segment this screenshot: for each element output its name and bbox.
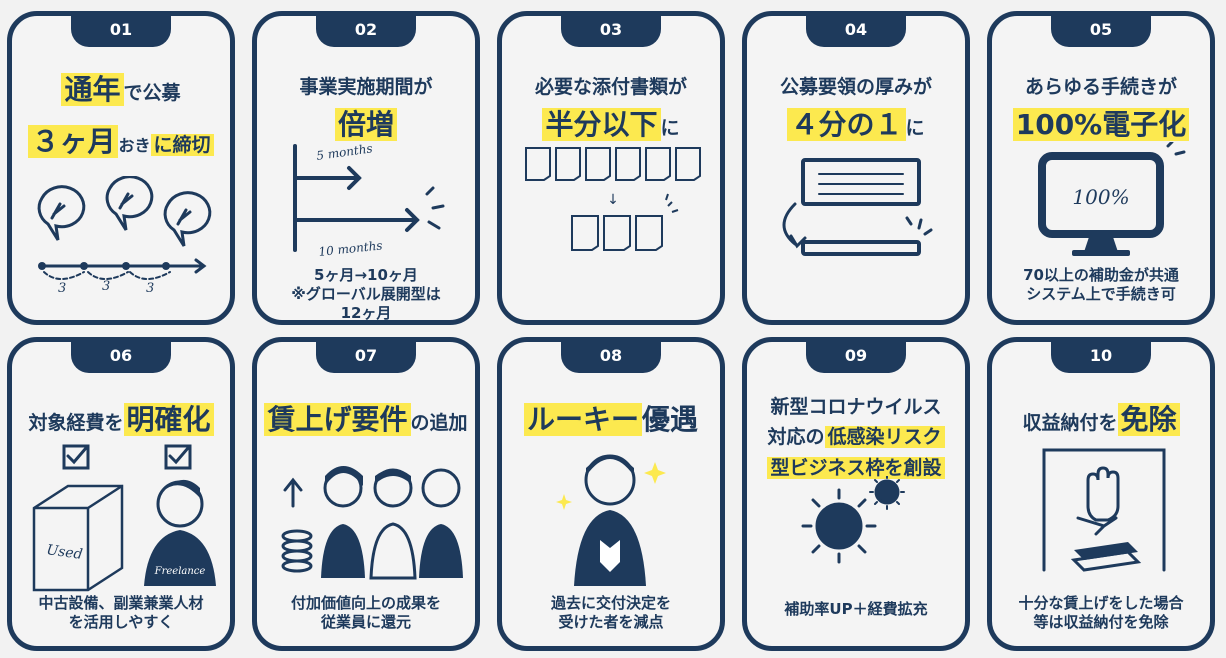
freelance-label: Freelance xyxy=(154,566,206,577)
interval-label: 3 xyxy=(102,279,110,294)
card-heading: 新型コロナウイルス 対応の低感染リスク 型ビジネス枠を創設 xyxy=(747,392,965,484)
interval-label: 3 xyxy=(58,281,66,296)
card-number: 09 xyxy=(806,337,906,373)
card-06: 06 対象経費を明確化 Used Freelance 中古設備、副業兼業人材 を… xyxy=(7,337,235,651)
card-number: 07 xyxy=(316,337,416,373)
monitor-illustration: 100% xyxy=(1038,142,1186,256)
rookie-illustration xyxy=(556,454,666,586)
used-equipment-freelance-illustration: Used Freelance xyxy=(32,444,216,592)
card-number: 01 xyxy=(71,11,171,47)
card-number: 08 xyxy=(561,337,661,373)
card-heading: 必要な添付書類が 半分以下に xyxy=(534,76,687,141)
card-footnote: 付加価値向上の成果を 従業員に還元 xyxy=(290,594,441,631)
card-number: 03 xyxy=(561,11,661,47)
card-number: 06 xyxy=(71,337,171,373)
card-heading: 通年で公募 ３ヶ月おきに締切 xyxy=(12,68,230,160)
period-arrows-illustration: 5 months 10 months xyxy=(293,141,445,259)
card-07: 07 賃上げ要件の追加 付加価値向上の成果を 従業員に還元 xyxy=(252,337,480,651)
card-heading: 対象経費を明確化 xyxy=(12,398,230,438)
card-heading: 賃上げ要件の追加 xyxy=(257,398,475,438)
card-footnote: 十分な賃上げをした場合 等は収益納付を免除 xyxy=(1018,594,1184,631)
card-footnote: 70以上の補助金が共通 システム上で手続き可 xyxy=(1023,266,1179,303)
deadline-timeline-illustration: 3 3 3 xyxy=(37,176,212,296)
workers-wage-illustration xyxy=(281,466,463,580)
card-08: 08 ルーキー優遇 過去に交付決定を 受けた者を減点 xyxy=(497,337,725,651)
card-heading: 収益納付を免除 xyxy=(992,398,1210,438)
card-footnote: 5ヶ月→10ヶ月 ※グローバル展開型は 12ヶ月 xyxy=(291,266,441,322)
exemption-illustration xyxy=(1042,448,1166,572)
documents-illustration: ↓ xyxy=(525,147,701,251)
card-02: 02 事業実施期間が 倍増 5 months 10 months 5ヶ月→10ヶ… xyxy=(252,11,480,325)
card-10: 10 収益納付を免除 十分な賃上げをした場合 等は収益納付を免除 xyxy=(987,337,1215,651)
short-period-label: 5 months xyxy=(315,141,373,163)
card-05: 05 あらゆる手続きが 100%電子化 100% 70以上の補助金が共通 システ… xyxy=(987,11,1215,325)
long-period-label: 10 months xyxy=(318,238,383,259)
card-number: 10 xyxy=(1051,337,1151,373)
interval-label: 3 xyxy=(146,281,154,296)
card-heading: 事業実施期間が 倍増 xyxy=(299,76,433,141)
card-09: 09 新型コロナウイルス 対応の低感染リスク 型ビジネス枠を創設 補助率UP＋経… xyxy=(742,337,970,651)
card-number: 02 xyxy=(316,11,416,47)
reduce-arrow-icon: ↓ xyxy=(607,192,619,208)
card-number: 04 xyxy=(806,11,906,47)
used-label: Used xyxy=(45,542,83,563)
card-heading: あらゆる手続きが 100%電子化 xyxy=(992,72,1210,143)
virus-illustration xyxy=(801,476,905,564)
screen-percentage: 100% xyxy=(1072,185,1129,209)
card-footnote: 補助率UP＋経費拡充 xyxy=(784,600,928,618)
card-footnote: 中古設備、副業兼業人材 を活用しやすく xyxy=(38,594,204,631)
card-01: 01 通年で公募 ３ヶ月おきに締切 3 3 3 xyxy=(7,11,235,325)
thin-guidelines-illustration xyxy=(782,158,933,256)
card-number: 05 xyxy=(1051,11,1151,47)
card-footnote: 過去に交付決定を 受けた者を減点 xyxy=(550,594,671,631)
card-03: 03 必要な添付書類が 半分以下に ↓ xyxy=(497,11,725,325)
card-heading: ルーキー優遇 xyxy=(502,398,720,438)
